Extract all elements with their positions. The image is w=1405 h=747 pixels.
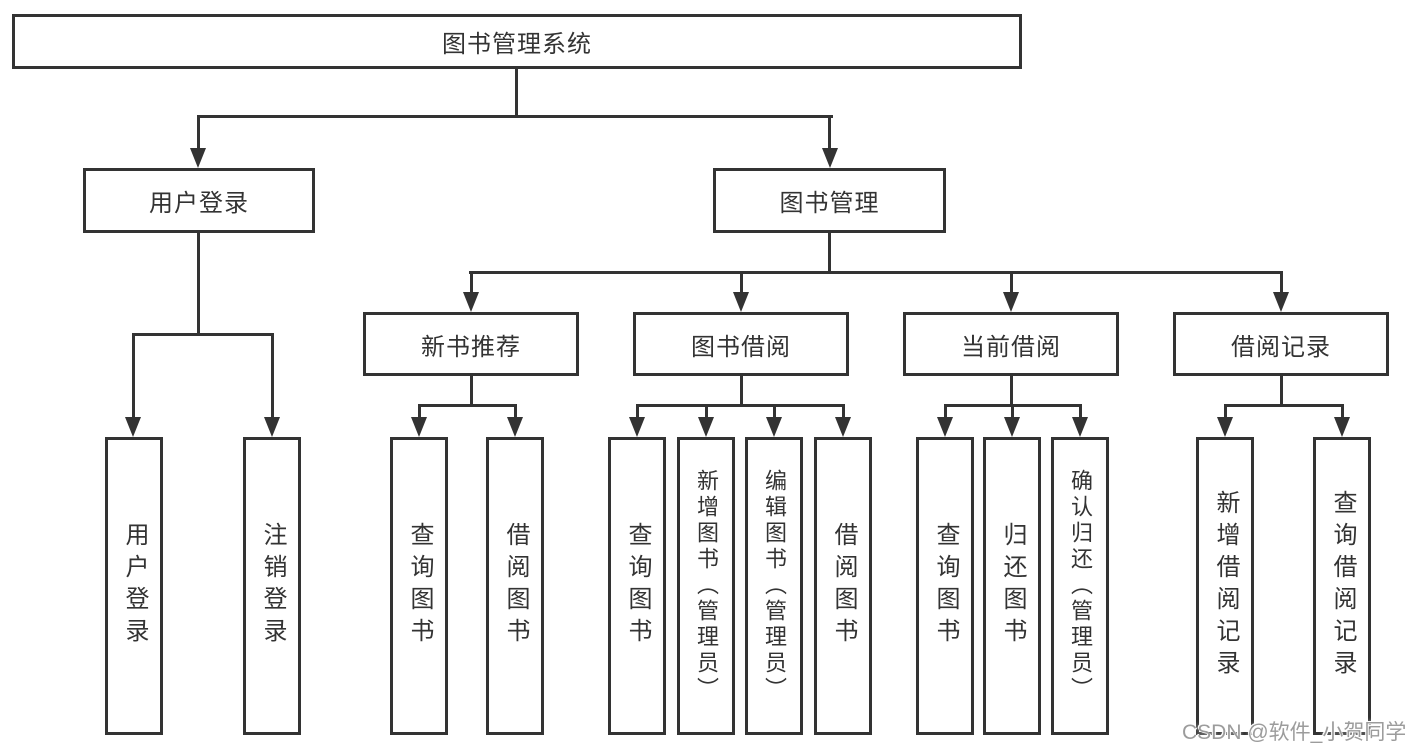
arrowhead-down-icon — [1273, 292, 1289, 312]
connector-user-login-stem — [197, 233, 200, 335]
node-label: 用户登录 — [121, 522, 148, 650]
connector-book-management-stem — [828, 233, 831, 274]
arrowhead-down-icon — [507, 417, 523, 437]
node-label: 查询图书 — [406, 522, 433, 650]
leaf-return-books: 归还图书 — [983, 437, 1041, 735]
leaf-user-login: 用户登录 — [105, 437, 163, 735]
leaf-query-books: 查询图书 — [390, 437, 448, 735]
node-borrowing-records: 借阅记录 — [1173, 312, 1389, 376]
node-current-borrowing: 当前借阅 — [903, 312, 1119, 376]
connector-drop-leaf — [773, 404, 776, 419]
node-label: 用户登录 — [149, 190, 249, 217]
arrowhead-down-icon — [835, 417, 851, 437]
connector-drop-leaf — [1341, 404, 1344, 419]
connector-drop-leaf — [1224, 404, 1227, 419]
node-book-management: 图书管理 — [713, 168, 946, 233]
arrowhead-down-icon — [1004, 417, 1020, 437]
connector-group2-stem — [740, 376, 743, 407]
leaf-borrow-books: 借阅图书 — [486, 437, 544, 735]
leaf-add-borrowing-record: 新增借阅记录 — [1196, 437, 1254, 735]
arrowhead-down-icon — [766, 417, 782, 437]
node-label: 查询图书 — [624, 522, 651, 650]
arrowhead-down-icon — [190, 148, 206, 168]
node-label: 借阅图书 — [830, 522, 857, 650]
arrowhead-down-icon — [1003, 292, 1019, 312]
connector-group4-stem — [1280, 376, 1283, 407]
connector-drop-level2 — [470, 271, 473, 294]
arrowhead-down-icon — [264, 417, 280, 437]
connector-user-login-rail — [132, 333, 274, 336]
connector-drop-book-management — [828, 115, 831, 150]
arrowhead-down-icon — [1217, 417, 1233, 437]
connector-drop-leaf — [944, 404, 947, 419]
leaf-query-borrowing-record: 查询借阅记录 — [1313, 437, 1371, 735]
connector-level2-rail — [469, 271, 1283, 274]
arrowhead-down-icon — [698, 417, 714, 437]
node-new-book-recommendation: 新书推荐 — [363, 312, 579, 376]
connector-drop-level2 — [740, 271, 743, 294]
node-label: 当前借阅 — [961, 333, 1061, 361]
arrowhead-down-icon — [629, 417, 645, 437]
connector-drop-leaf — [418, 404, 421, 419]
arrowhead-down-icon — [1072, 417, 1088, 437]
node-label: 注销登录 — [259, 522, 286, 650]
arrowhead-down-icon — [822, 148, 838, 168]
connector-drop-level2 — [1280, 271, 1283, 294]
leaf-edit-books-admin: 编辑图书（管理员） — [745, 437, 803, 735]
connector-drop-leaf — [271, 333, 274, 419]
node-label: 归还图书 — [999, 522, 1026, 650]
connector-root-stem — [515, 69, 518, 118]
node-label: 图书管理系统 — [442, 31, 592, 58]
node-label: 图书借阅 — [691, 333, 791, 361]
node-label: 借阅记录 — [1231, 333, 1331, 361]
connector-drop-leaf — [514, 404, 517, 419]
node-label: 新增图书（管理员） — [694, 469, 719, 703]
connector-level1-rail — [197, 115, 833, 118]
node-label: 编辑图书（管理员） — [762, 469, 787, 703]
node-label: 查询图书 — [932, 522, 959, 650]
connector-group1-stem — [470, 376, 473, 407]
connector-group4-rail — [1224, 404, 1344, 407]
node-label: 借阅图书 — [502, 522, 529, 650]
leaf-query-books: 查询图书 — [916, 437, 974, 735]
leaf-confirm-return-admin: 确认归还（管理员） — [1051, 437, 1109, 735]
leaf-logout-login: 注销登录 — [243, 437, 301, 735]
connector-group1-rail — [418, 404, 517, 407]
arrowhead-down-icon — [937, 417, 953, 437]
node-label: 确认归还（管理员） — [1068, 469, 1093, 703]
connector-drop-leaf — [132, 333, 135, 419]
leaf-add-books-admin: 新增图书（管理员） — [677, 437, 735, 735]
connector-group3-stem — [1010, 376, 1013, 407]
arrowhead-down-icon — [411, 417, 427, 437]
connector-drop-leaf — [842, 404, 845, 419]
node-label: 查询借阅记录 — [1329, 490, 1356, 682]
arrowhead-down-icon — [1334, 417, 1350, 437]
connector-drop-leaf — [636, 404, 639, 419]
arrowhead-down-icon — [125, 417, 141, 437]
node-book-borrowing: 图书借阅 — [633, 312, 849, 376]
csdn-watermark: CSDN @软件_小贺同学 — [1182, 721, 1405, 744]
node-label: 新书推荐 — [421, 333, 521, 361]
connector-drop-leaf — [1011, 404, 1014, 419]
arrowhead-down-icon — [733, 292, 749, 312]
node-label: 图书管理 — [779, 190, 880, 217]
connector-drop-user-login — [197, 115, 200, 150]
connector-drop-level2 — [1010, 271, 1013, 294]
node-label: 新增借阅记录 — [1212, 490, 1239, 682]
connector-drop-leaf — [1079, 404, 1082, 419]
arrowhead-down-icon — [463, 292, 479, 312]
connector-group2-rail — [636, 404, 845, 407]
leaf-query-books: 查询图书 — [608, 437, 666, 735]
node-library-management-system: 图书管理系统 — [12, 14, 1022, 69]
leaf-borrow-books: 借阅图书 — [814, 437, 872, 735]
node-user-login: 用户登录 — [83, 168, 315, 233]
connector-drop-leaf — [705, 404, 708, 419]
